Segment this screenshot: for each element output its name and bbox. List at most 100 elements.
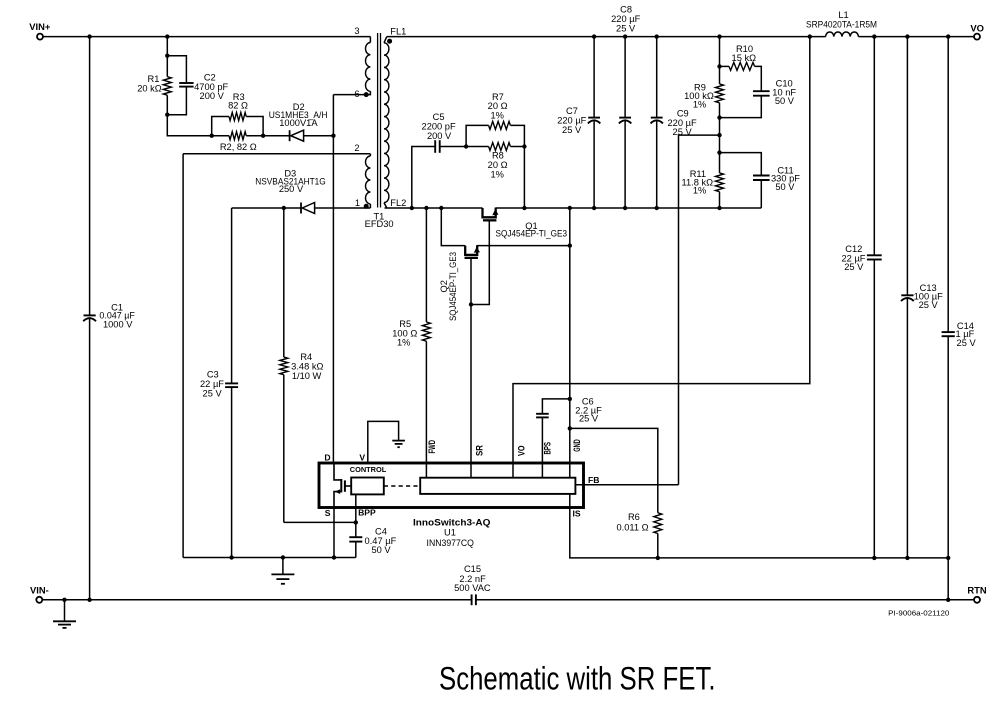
svg-text:C13: C13	[920, 283, 937, 293]
svg-text:R10: R10	[736, 44, 753, 54]
svg-text:3: 3	[354, 26, 359, 36]
svg-text:6: 6	[354, 89, 359, 99]
svg-text:C15: C15	[464, 564, 481, 574]
svg-text:100 µF: 100 µF	[914, 292, 943, 302]
svg-text:SQJ454EP-TI_GE3: SQJ454EP-TI_GE3	[496, 229, 568, 239]
svg-text:VO: VO	[970, 23, 984, 34]
svg-text:2200 pF: 2200 pF	[422, 122, 456, 132]
svg-text:D2: D2	[293, 102, 305, 112]
svg-text:330 pF: 330 pF	[771, 174, 800, 184]
svg-text:250 V: 250 V	[279, 184, 304, 194]
svg-text:1%: 1%	[693, 99, 706, 109]
svg-text:25 V: 25 V	[616, 23, 636, 33]
svg-text:INN3977CQ: INN3977CQ	[427, 538, 474, 548]
svg-text:C14: C14	[957, 321, 974, 331]
svg-text:C6: C6	[582, 396, 594, 406]
svg-text:100 Ω: 100 Ω	[392, 328, 417, 338]
svg-text:25 V: 25 V	[957, 338, 977, 348]
svg-text:C8: C8	[620, 5, 632, 15]
svg-text:SR: SR	[474, 445, 484, 456]
svg-text:R2, 82 Ω: R2, 82 Ω	[220, 142, 257, 152]
svg-text:C10: C10	[776, 79, 793, 89]
svg-text:25 V: 25 V	[203, 388, 223, 398]
svg-text:R9: R9	[694, 83, 706, 93]
svg-text:InnoSwitch3-AQ: InnoSwitch3-AQ	[413, 518, 490, 529]
svg-text:C1: C1	[111, 302, 123, 312]
svg-text:R1: R1	[148, 74, 160, 84]
svg-text:US1MHE3_A/H: US1MHE3_A/H	[269, 110, 328, 120]
svg-text:C9: C9	[677, 108, 689, 118]
svg-text:0.011 Ω: 0.011 Ω	[616, 522, 648, 532]
svg-text:15 kΩ: 15 kΩ	[732, 53, 757, 63]
svg-text:T1: T1	[373, 211, 384, 221]
svg-text:20 Ω: 20 Ω	[488, 101, 508, 111]
svg-text:2: 2	[354, 143, 359, 153]
svg-text:1%: 1%	[693, 186, 706, 196]
svg-text:22 µF: 22 µF	[842, 253, 866, 263]
svg-text:1%: 1%	[397, 338, 410, 348]
svg-text:R5: R5	[399, 319, 411, 329]
svg-text:L1: L1	[838, 10, 848, 20]
svg-text:EFD30: EFD30	[365, 219, 394, 229]
svg-text:SQJ454EP-TI_GE3: SQJ454EP-TI_GE3	[448, 252, 458, 321]
svg-text:BPS: BPS	[543, 442, 553, 455]
svg-text:FL2: FL2	[390, 198, 406, 208]
svg-text:Q1: Q1	[525, 221, 537, 231]
svg-text:2.2 µF: 2.2 µF	[575, 405, 602, 415]
svg-text:SRP4020TA-1R5M: SRP4020TA-1R5M	[806, 19, 877, 29]
svg-text:RTN: RTN	[967, 585, 986, 596]
svg-text:FL1: FL1	[390, 26, 406, 36]
svg-text:25 V: 25 V	[562, 125, 582, 135]
svg-text:VIN+: VIN+	[29, 21, 51, 32]
svg-text:220 µF: 220 µF	[611, 14, 640, 24]
svg-text:R6: R6	[628, 512, 640, 522]
svg-text:GND: GND	[572, 439, 582, 452]
svg-text:500 VAC: 500 VAC	[454, 583, 491, 593]
svg-text:25 V: 25 V	[579, 414, 599, 424]
svg-text:3.48 kΩ: 3.48 kΩ	[291, 361, 323, 371]
svg-text:4700 pF: 4700 pF	[194, 82, 228, 92]
svg-text:VO: VO	[516, 446, 526, 457]
svg-text:1: 1	[355, 198, 360, 208]
svg-text:VIN-: VIN-	[30, 585, 49, 596]
svg-text:220 µF: 220 µF	[557, 116, 586, 126]
svg-text:C3: C3	[207, 369, 219, 379]
svg-text:2.2 nF: 2.2 nF	[459, 574, 486, 584]
svg-text:25 V: 25 V	[673, 127, 693, 137]
svg-text:1%: 1%	[490, 110, 503, 120]
svg-text:11.8 kΩ: 11.8 kΩ	[682, 177, 714, 187]
svg-text:Schematic with SR FET.: Schematic with SR FET.	[439, 661, 716, 697]
svg-text:25 V: 25 V	[919, 300, 939, 310]
svg-text:0.47 µF: 0.47 µF	[365, 536, 397, 546]
svg-text:R4: R4	[300, 352, 312, 362]
svg-text:R7: R7	[492, 92, 504, 102]
svg-text:100 kΩ: 100 kΩ	[684, 91, 714, 101]
svg-text:R11: R11	[690, 169, 706, 179]
svg-text:IS: IS	[572, 509, 580, 519]
svg-text:FWD: FWD	[427, 440, 437, 454]
svg-text:D: D	[324, 452, 330, 462]
svg-text:0.047 µF: 0.047 µF	[99, 310, 135, 320]
svg-text:1%: 1%	[490, 169, 503, 179]
svg-text:1000 V: 1000 V	[103, 320, 133, 330]
svg-text:CONTROL: CONTROL	[350, 465, 387, 474]
svg-text:10 nF: 10 nF	[772, 87, 796, 97]
svg-text:BPP: BPP	[358, 507, 376, 517]
svg-text:20 kΩ: 20 kΩ	[137, 83, 162, 93]
svg-text:S: S	[325, 508, 331, 518]
svg-text:NSVBAS21AHT1G: NSVBAS21AHT1G	[255, 176, 326, 186]
svg-text:U1: U1	[444, 528, 456, 538]
svg-text:V: V	[359, 452, 365, 462]
svg-text:D3: D3	[284, 169, 296, 179]
svg-text:C5: C5	[433, 112, 445, 122]
svg-text:C2: C2	[204, 72, 216, 82]
svg-text:220 µF: 220 µF	[668, 118, 697, 128]
svg-text:C12: C12	[845, 244, 862, 254]
svg-text:1/10 W: 1/10 W	[292, 371, 322, 381]
svg-text:25 V: 25 V	[844, 262, 864, 272]
svg-text:R3: R3	[233, 92, 245, 102]
svg-text:C7: C7	[566, 106, 578, 116]
svg-text:200 V: 200 V	[200, 91, 225, 101]
svg-text:82 Ω: 82 Ω	[228, 100, 248, 110]
svg-text:FB: FB	[588, 475, 599, 485]
